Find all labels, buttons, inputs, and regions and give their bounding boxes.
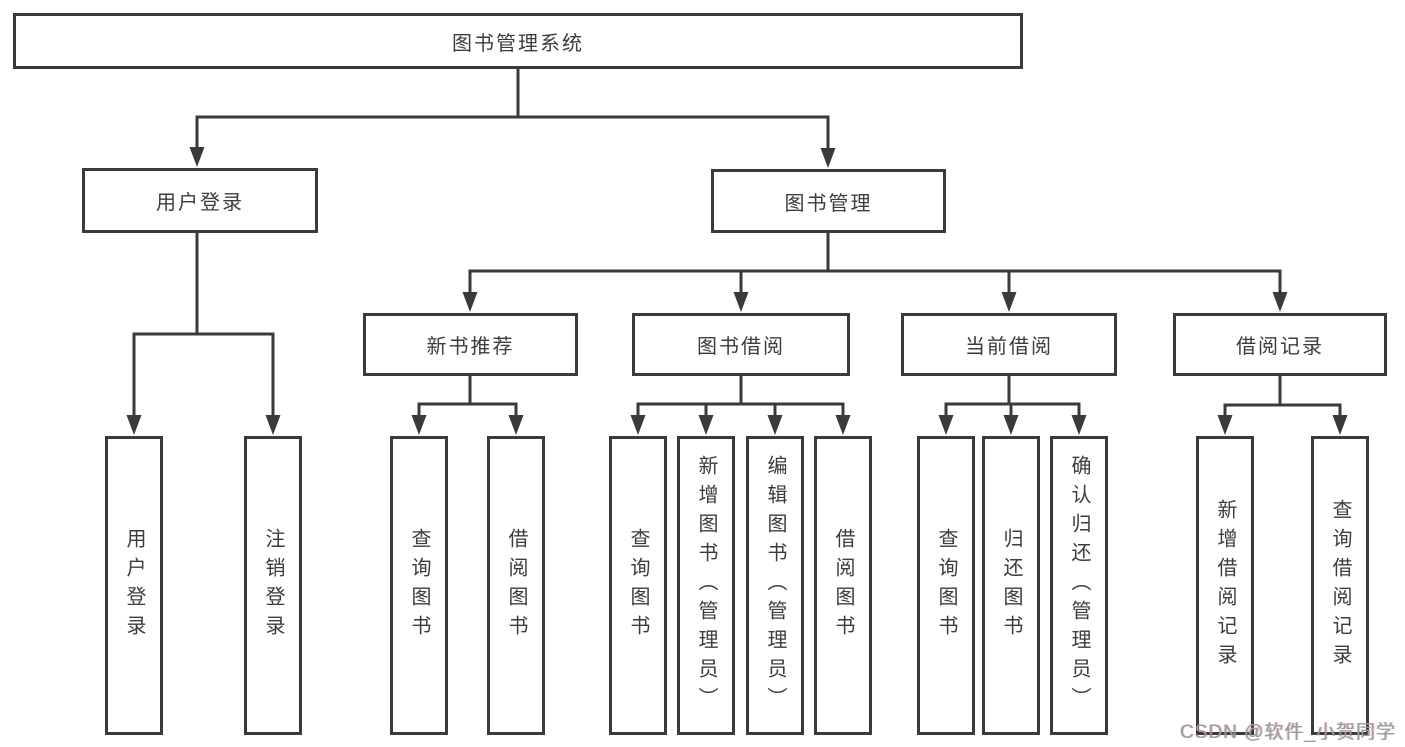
leaf-return-books-label: 归还图书: [1000, 527, 1022, 644]
node-book-management: 图书管理: [711, 169, 946, 233]
leaf-add-borrow-record: 新增借阅记录: [1196, 436, 1254, 735]
node-user-login-label: 用户登录: [156, 192, 244, 214]
node-library-system: 图书管理系统: [13, 13, 1023, 69]
node-user-login: 用户登录: [82, 168, 318, 233]
leaf-add-borrow-record-label: 新增借阅记录: [1214, 498, 1236, 673]
connector-mgmt-to-level3: [462, 233, 1288, 312]
csdn-watermark: CSDN @软件_小贺同学: [1180, 722, 1396, 743]
leaf-borrow-books-recommend: 借阅图书: [487, 436, 545, 735]
leaf-return-books: 归还图书: [982, 436, 1040, 735]
node-book-management-label: 图书管理: [784, 192, 873, 215]
leaf-logout: 注销登录: [244, 436, 302, 735]
leaf-query-books-recommend-label: 查询图书: [408, 527, 430, 644]
node-new-book-recommendation: 新书推荐: [363, 313, 578, 376]
leaf-edit-books-admin-label: 编辑图书（管理员）: [764, 455, 786, 716]
leaf-borrow-books: 借阅图书: [814, 436, 872, 735]
leaf-query-books-recommend: 查询图书: [390, 436, 448, 735]
node-library-system-label: 图书管理系统: [452, 32, 584, 55]
leaf-confirm-return-admin: 确认归还（管理员）: [1050, 436, 1108, 735]
leaf-add-books-admin: 新增图书（管理员）: [677, 436, 735, 735]
node-current-borrowing: 当前借阅: [901, 313, 1117, 376]
connector-login-to-leaves: [126, 233, 281, 435]
leaf-query-books-current-label: 查询图书: [935, 527, 957, 644]
connector-current-to-leaves: [938, 376, 1087, 435]
leaf-query-books-borrow: 查询图书: [609, 436, 667, 735]
leaf-query-books-borrow-label: 查询图书: [627, 527, 649, 644]
leaf-user-login: 用户登录: [105, 436, 163, 735]
node-borrowing-records-label: 借阅记录: [1236, 336, 1324, 358]
node-borrowing-records: 借阅记录: [1173, 313, 1387, 376]
leaf-borrow-books-label: 借阅图书: [832, 527, 854, 644]
leaf-add-books-admin-label: 新增图书（管理员）: [695, 455, 717, 716]
node-book-borrowing-label: 图书借阅: [697, 336, 785, 358]
connector-newbook-to-leaves: [411, 376, 524, 435]
connector-records-to-leaves: [1217, 376, 1348, 435]
connector-root-to-level2: [189, 69, 836, 168]
leaf-confirm-return-admin-label: 确认归还（管理员）: [1068, 455, 1090, 716]
leaf-query-borrow-record-label: 查询借阅记录: [1329, 498, 1351, 673]
leaf-query-books-current: 查询图书: [917, 436, 975, 735]
node-book-borrowing: 图书借阅: [632, 313, 850, 376]
leaf-borrow-books-recommend-label: 借阅图书: [505, 527, 527, 644]
leaf-logout-label: 注销登录: [262, 527, 284, 644]
node-new-book-recommendation-label: 新书推荐: [426, 336, 515, 358]
leaf-edit-books-admin: 编辑图书（管理员）: [746, 436, 804, 735]
leaf-query-borrow-record: 查询借阅记录: [1311, 436, 1369, 735]
node-current-borrowing-label: 当前借阅: [965, 336, 1053, 358]
leaf-user-login-label: 用户登录: [123, 527, 145, 644]
connector-borrow-to-leaves: [630, 376, 851, 435]
